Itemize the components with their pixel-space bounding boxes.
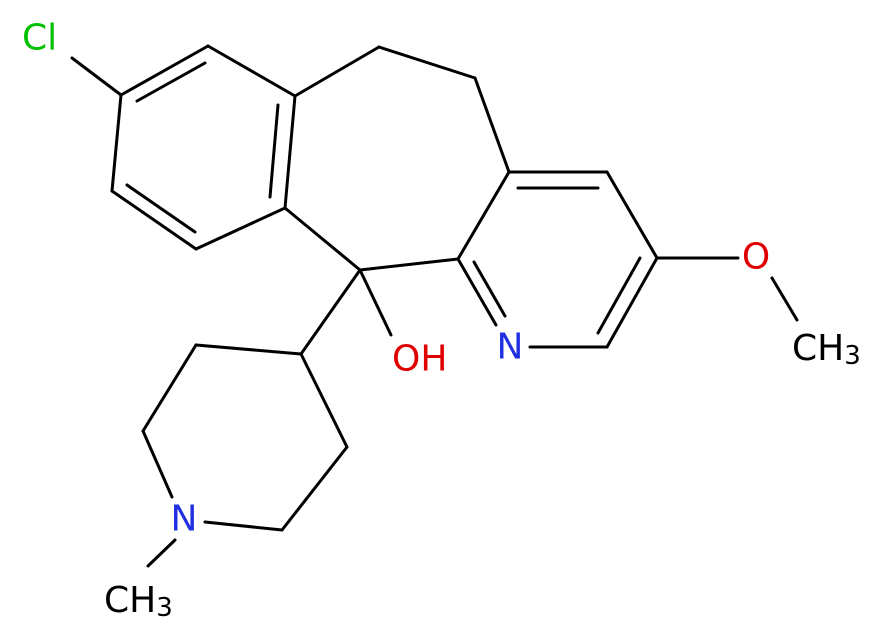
pyridine-nitrogen-label: N: [497, 327, 524, 368]
bond: [299, 352, 349, 449]
chlorine-label: Cl: [22, 18, 57, 59]
n-methyl-subscript: 3: [156, 593, 173, 623]
double-bond-inner: [596, 256, 642, 335]
bond: [110, 189, 198, 251]
bond: [283, 94, 297, 210]
bond: [194, 343, 303, 356]
bond: [377, 45, 477, 80]
n-methyl-bond: [146, 538, 177, 568]
bond: [299, 268, 362, 356]
methoxy-methyl-bond: [770, 276, 799, 322]
methoxy-oxygen-label: O: [742, 237, 770, 278]
n-methyl-label: CH3: [104, 580, 173, 624]
bond: [473, 76, 511, 174]
bond: [119, 44, 210, 97]
bond: [194, 206, 287, 251]
bond: [141, 343, 198, 433]
bond: [456, 170, 511, 261]
pyridine-ring: [456, 170, 659, 349]
methoxy-methyl-text: CH: [792, 328, 844, 369]
bond: [110, 93, 123, 193]
bond: [206, 44, 297, 98]
double-bond-inner: [472, 260, 507, 318]
piperidine-ring: [141, 343, 349, 532]
double-bond-inner: [135, 61, 207, 103]
double-bond-inner: [268, 103, 280, 199]
bond: [283, 206, 362, 272]
ethylene-bridge: [293, 45, 511, 174]
bond: [203, 520, 284, 532]
bond: [358, 268, 393, 337]
piperidine-nitrogen-label: N: [171, 499, 198, 540]
bond: [141, 429, 174, 499]
bond: [358, 257, 460, 272]
benzene-ring: [110, 44, 297, 251]
central-carbon-bonds: [283, 206, 460, 356]
hydroxyl-label: OH: [392, 339, 447, 380]
bond: [293, 45, 381, 98]
bond: [605, 170, 659, 260]
bond: [605, 256, 659, 349]
double-bond-inner: [125, 183, 197, 234]
bond: [456, 257, 498, 327]
chloro-bond: [70, 56, 123, 97]
n-methyl-text: CH: [104, 580, 156, 621]
methoxy-methyl-subscript: 3: [844, 341, 861, 371]
bond: [280, 445, 349, 532]
methoxy-methyl-label: CH3: [792, 328, 861, 372]
